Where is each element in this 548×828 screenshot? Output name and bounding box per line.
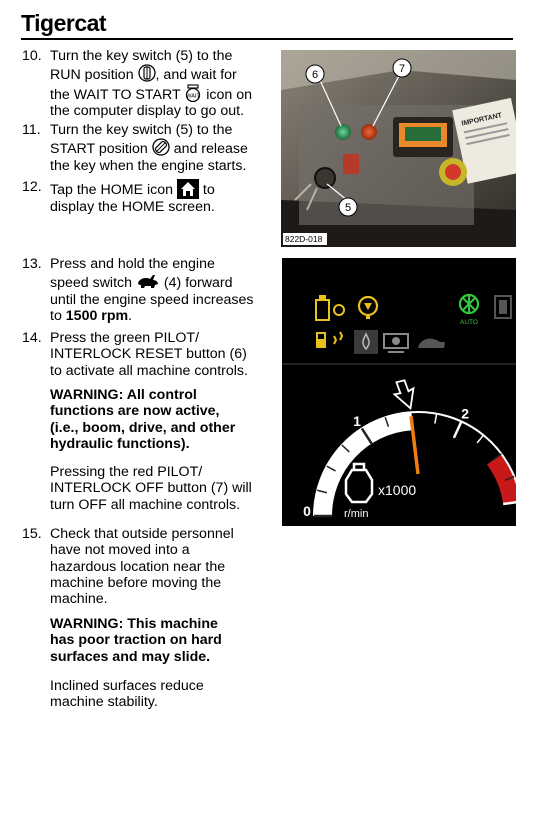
engine-speed-display: AUTO 0123 x1000 r/min <box>282 258 534 526</box>
warning-controls-active: WARNING: All control functions are now a… <box>50 387 236 452</box>
step-text: Tap the HOME icon to display the HOME sc… <box>50 179 215 215</box>
filter-icon <box>494 295 512 319</box>
step-number: 15. <box>22 526 42 542</box>
gauge-tick <box>384 417 390 428</box>
key-run-icon <box>137 64 156 82</box>
step-number: 13. <box>22 256 42 272</box>
gauge-tick <box>360 427 373 445</box>
note-inclined-surfaces: Inclined surfaces reduce machine stabili… <box>50 678 204 711</box>
turtle-icon <box>418 338 445 348</box>
gauge-tick <box>476 434 485 444</box>
step-13: 13. Press and hold the engine speed swit… <box>22 256 278 324</box>
control-panel-illustration: IMPORTANT 6 7 5 822D-018 <box>281 50 516 247</box>
gauge-tick <box>317 489 328 494</box>
gauge-tick <box>492 453 502 461</box>
note-interlock-off: Pressing the red PILOT/ INTERLOCK OFF bu… <box>50 464 252 513</box>
step-10: 10. Turn the key switch (5) to the RUN p… <box>22 48 278 119</box>
callout-7: 7 <box>399 63 405 75</box>
pilot-reset-button <box>335 124 351 140</box>
step-number: 10. <box>22 48 42 64</box>
speed-pointer-arrow <box>392 379 415 411</box>
gauge-tick-label: 2 <box>461 405 469 421</box>
fuel-icon <box>316 332 326 348</box>
gauge-tick-label: 0 <box>303 503 311 519</box>
charge-lamp-icon <box>333 304 345 316</box>
rabbit-icon <box>137 275 158 289</box>
step-15: 15. Check that outside personnel have no… <box>22 526 278 610</box>
auto-fan-icon: AUTO <box>458 293 480 326</box>
header-rule <box>21 38 513 40</box>
home-icon <box>176 179 199 199</box>
step-text: Check that outside personnel have not mo… <box>50 526 234 608</box>
wait-to-start-icon: WAIT <box>186 84 201 102</box>
multiplier-label: x1000 <box>378 482 416 498</box>
engine-temp-icon <box>383 333 409 353</box>
step-14: 14. Press the green PILOT/ INTERLOCK RES… <box>22 330 278 382</box>
step-text: Press and hold the engine speed switch (… <box>50 256 254 324</box>
callout-5: 5 <box>345 202 351 214</box>
battery-icon <box>315 299 330 321</box>
engine-speed-gauge: AUTO 0123 x1000 r/min <box>282 293 534 520</box>
control-panel-photo: IMPORTANT 6 7 5 822D-018 <box>281 50 516 247</box>
gauge-tick <box>452 420 463 439</box>
gauge-tick <box>326 465 336 472</box>
figure-label: 822D-018 <box>285 234 323 244</box>
download-icon <box>357 295 379 317</box>
step-11: 11. Turn the key switch (5) to the START… <box>22 122 278 174</box>
step-text: Turn the key switch (5) to the START pos… <box>50 122 248 174</box>
step-number: 12. <box>22 179 42 195</box>
brand-logo: Tigercat <box>21 10 107 36</box>
redline-band <box>486 453 521 505</box>
svg-text:WAIT: WAIT <box>187 93 201 99</box>
svg-text:AUTO: AUTO <box>460 319 478 326</box>
pilot-off-button <box>361 124 377 140</box>
indicator-row-top: AUTO <box>315 293 512 326</box>
key-start-icon <box>152 138 170 156</box>
step-text: Press the green PILOT/ INTERLOCK RESET b… <box>50 330 248 379</box>
step-text: Turn the key switch (5) to the RUN posit… <box>50 48 253 119</box>
gauge-tick <box>341 444 350 453</box>
gauge-needle <box>409 416 420 475</box>
step-number: 14. <box>22 330 42 346</box>
step-number: 11. <box>22 122 41 138</box>
gauge-tick-label: 1 <box>353 413 361 429</box>
unit-label: r/min <box>344 508 368 520</box>
water-drops-icon <box>333 331 344 345</box>
warning-poor-traction: WARNING: This machine has poor traction … <box>50 616 222 665</box>
gauge-tick <box>504 475 515 481</box>
gauge-tick <box>434 413 438 424</box>
step-12: 12. Tap the HOME icon to display the HOM… <box>22 179 278 215</box>
engine-icon <box>344 462 374 504</box>
gauge-fill-band <box>314 412 413 516</box>
callout-6: 6 <box>312 69 318 81</box>
indicator-row-bottom <box>316 330 445 354</box>
